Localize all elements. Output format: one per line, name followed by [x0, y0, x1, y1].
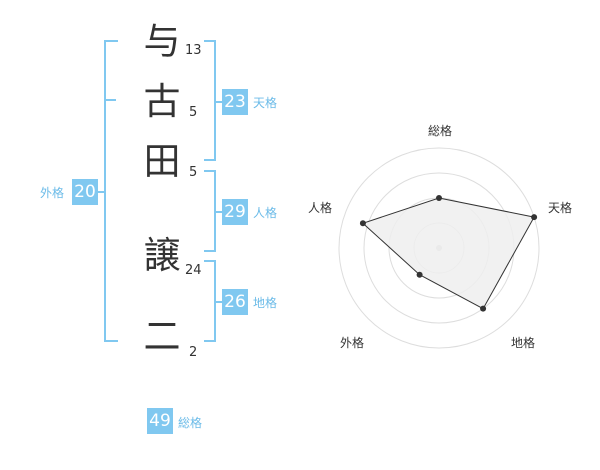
radar-axis-label-tenkaku: 天格 [548, 201, 573, 215]
radar-axis-label-jinkaku: 人格 [308, 201, 333, 215]
name-char-4: 譲 [143, 234, 181, 277]
stroke-count-5: 2 [189, 345, 198, 360]
gaikaku-badge: 20 [72, 179, 98, 205]
stroke-count-2: 5 [189, 105, 198, 120]
tenkaku-bracket [204, 40, 216, 161]
gaikaku-bracket [104, 40, 118, 342]
jinkaku-connector [216, 211, 222, 213]
radar-point [416, 271, 423, 278]
radar-axis-label-chikaku: 地格 [511, 336, 536, 350]
radar-axis-label-soukaku: 総格 [428, 124, 453, 138]
tenkaku-badge: 23 [222, 89, 248, 115]
chikaku-connector [216, 301, 222, 303]
radar-point [531, 214, 538, 221]
tenkaku-label: 天格 [253, 96, 278, 110]
radar-ring [338, 147, 540, 349]
name-char-1: 与 [143, 20, 181, 63]
jinkaku-badge: 29 [222, 199, 248, 225]
radar-point [436, 195, 442, 201]
chikaku-label: 地格 [253, 296, 278, 310]
radar-point [359, 220, 366, 227]
jinkaku-label: 人格 [253, 206, 278, 220]
gaikaku-label: 外格 [40, 186, 65, 200]
soukaku-label: 総格 [178, 416, 203, 430]
gaikaku-connector [98, 191, 104, 193]
radar-shape [361, 197, 535, 310]
name-char-2: 古 [143, 80, 181, 123]
chikaku-badge: 26 [222, 289, 248, 315]
jinkaku-bracket [204, 170, 216, 252]
stroke-count-4: 24 [185, 263, 202, 278]
radar-axis-label-gaikaku: 外格 [340, 336, 365, 350]
soukaku-badge: 49 [147, 408, 173, 434]
name-char-5: 二 [143, 315, 181, 358]
gaikaku-bracket-mid [104, 99, 116, 101]
radar-point [480, 305, 487, 312]
stroke-count-3: 5 [189, 165, 198, 180]
tenkaku-connector [216, 101, 222, 103]
stroke-count-1: 13 [185, 43, 202, 58]
chikaku-bracket [204, 260, 216, 342]
name-char-3: 田 [143, 140, 181, 183]
